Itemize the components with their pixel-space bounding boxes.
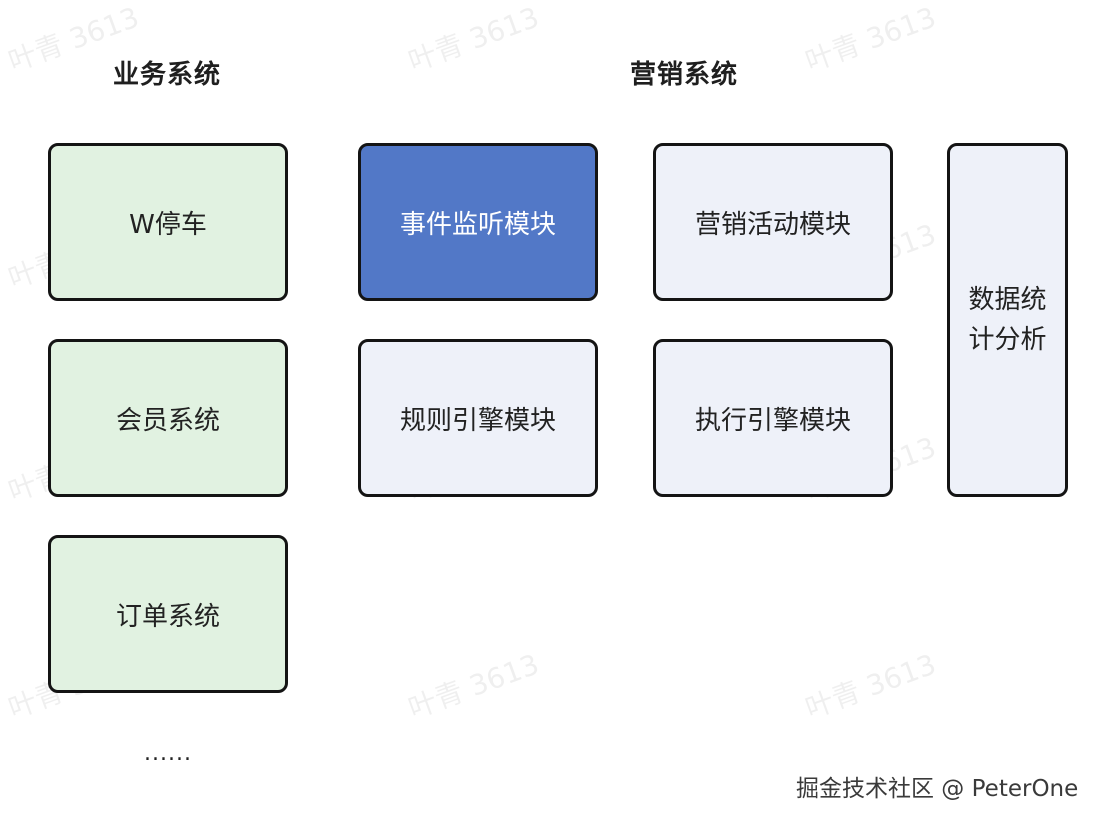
- business-box-member: 会员系统: [48, 339, 288, 497]
- module-label: 事件监听模块: [399, 209, 556, 240]
- rule-engine-module: 规则引擎模块: [358, 339, 598, 497]
- module-label: 执行引擎模块: [694, 405, 851, 436]
- analytics-module: 数据统计分析: [947, 143, 1068, 497]
- business-box-order: 订单系统: [48, 535, 288, 693]
- business-box-label: W停车: [129, 209, 207, 240]
- business-systems-heading: 业务系统: [113, 60, 222, 90]
- module-label: 数据统计分析: [968, 285, 1047, 355]
- event-listener-module: 事件监听模块: [358, 143, 598, 301]
- credit-text: 掘金技术社区 @ PeterOne: [796, 776, 1079, 802]
- execution-engine-module: 执行引擎模块: [653, 339, 893, 497]
- watermark: 叶青 3613: [800, 647, 941, 726]
- business-box-label: 订单系统: [115, 601, 220, 632]
- watermark: 叶青 3613: [403, 647, 544, 726]
- watermark: 叶青 3613: [403, 0, 544, 79]
- business-box-label: 会员系统: [115, 405, 220, 436]
- more-systems-ellipsis: ......: [144, 741, 192, 766]
- marketing-system-heading: 营销系统: [630, 60, 739, 90]
- module-label: 规则引擎模块: [399, 405, 556, 436]
- business-box-parking: W停车: [48, 143, 288, 301]
- module-label: 营销活动模块: [694, 209, 851, 240]
- watermark: 叶青 3613: [800, 0, 941, 79]
- campaign-module: 营销活动模块: [653, 143, 893, 301]
